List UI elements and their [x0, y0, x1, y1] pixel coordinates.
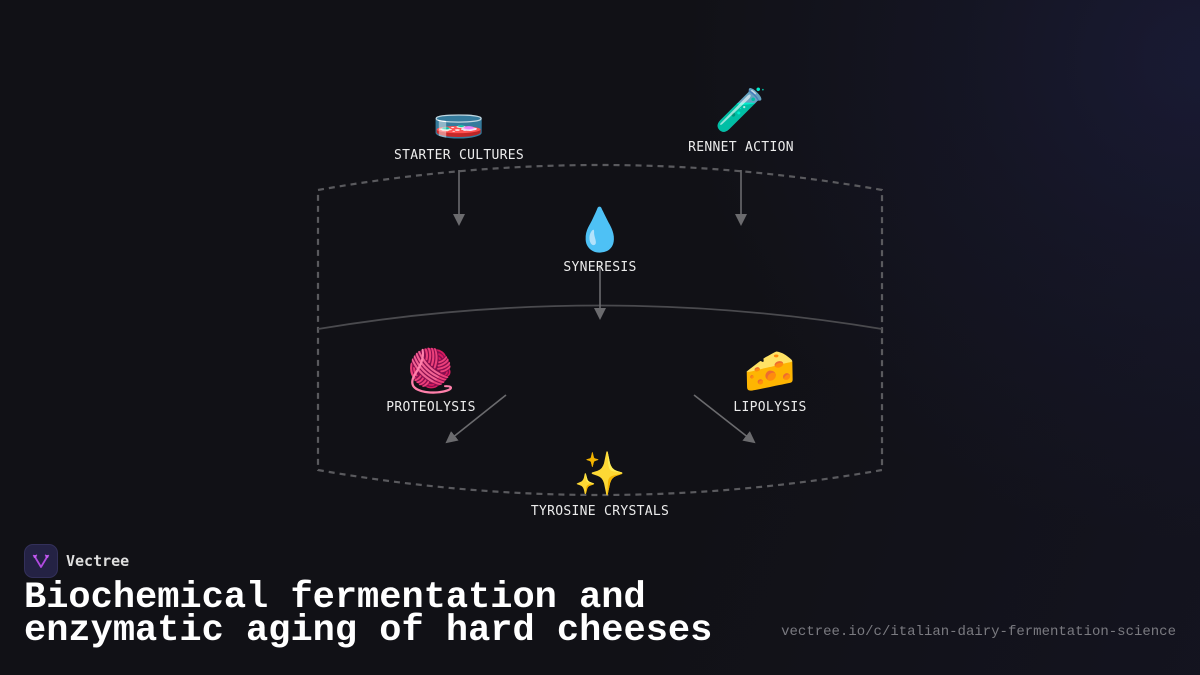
node-label: SYNERESIS [563, 260, 637, 275]
node-label: PROTEOLYSIS [386, 400, 476, 415]
edge-lipolysis [693, 394, 756, 444]
node-label: TYROSINE CRYSTALS [530, 504, 670, 519]
node-tyrosine-crystals[interactable]: ✨ TYROSINE CRYSTALS [530, 449, 670, 520]
vectree-logo-icon [24, 544, 58, 578]
source-url[interactable]: vectree.io/c/italian-dairy-fermentation-… [781, 624, 1176, 640]
node-starter-cultures[interactable]: 🧫 STARTER CULTURES [393, 91, 525, 164]
node-rennet-action[interactable]: 🧪 RENNET ACTION [688, 84, 794, 155]
edge-proteolysis [445, 394, 507, 444]
node-label: RENNET ACTION [688, 140, 794, 155]
droplet-icon: 💧 [573, 205, 627, 254]
yarn-icon: 🧶 [404, 346, 458, 395]
node-syneresis[interactable]: 💧 SYNERESIS [563, 205, 637, 276]
test-tube-icon: 🧪 [714, 85, 768, 134]
node-lipolysis[interactable]: 🧀 LIPOLYSIS [733, 346, 807, 416]
node-proteolysis[interactable]: 🧶 PROTEOLYSIS [386, 346, 476, 416]
sparkles-icon: ✨ [573, 449, 627, 498]
node-label: STARTER CULTURES [393, 148, 525, 163]
process-container [316, 163, 884, 497]
cheese-icon: 🧀 [743, 346, 797, 395]
petri-dish-icon: 🧫 [432, 91, 486, 140]
node-label: LIPOLYSIS [733, 400, 807, 415]
brand-name: Vectree [66, 552, 130, 570]
page-title: Biochemical fermentation and enzymatic a… [24, 577, 713, 652]
brand: Vectree [24, 544, 129, 578]
